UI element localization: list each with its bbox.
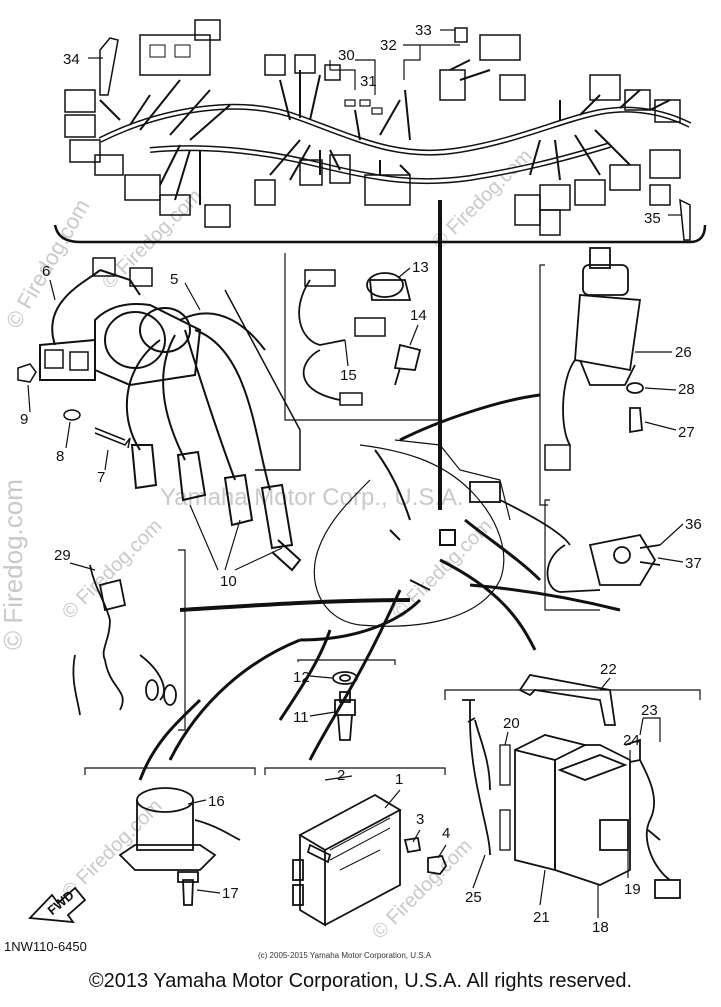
callout-29: 29: [54, 547, 71, 564]
watermark-site-mid: © Firedog.com: [58, 515, 167, 624]
callout-3: 3: [416, 811, 424, 828]
callout-5: 5: [170, 271, 178, 288]
callout-13: 13: [412, 259, 429, 276]
callout-12: 12: [293, 669, 310, 686]
starter-relay-group: [84, 767, 256, 906]
callout-11: 11: [293, 709, 309, 726]
callout-28: 28: [678, 381, 695, 398]
callout-labels: 1 2 3 4 5 6 7 8 9 10 11 12 13 14 15 16 1…: [20, 22, 702, 936]
callout-37: 37: [685, 555, 702, 572]
callout-8: 8: [56, 448, 64, 465]
callout-24: 24: [623, 732, 640, 749]
watermark-brand: Yamaha Motor Corp., U.S.A.: [160, 484, 464, 511]
callout-14: 14: [410, 307, 427, 324]
callout-17: 17: [222, 885, 239, 902]
callout-10: 10: [220, 573, 237, 590]
callout-4: 4: [442, 825, 450, 842]
footer-copyright: ©2013 Yamaha Motor Corporation, U.S.A. A…: [88, 970, 633, 992]
watermark-site-right: © Firedog.com: [428, 145, 537, 254]
callout-35: 35: [644, 210, 661, 227]
ignition-coil-group: [17, 257, 302, 572]
relay-group: [469, 481, 661, 611]
callout-15: 15: [340, 367, 357, 384]
leader-lines-top: [88, 29, 682, 216]
callout-31: 31: [360, 73, 377, 90]
inner-copyright: (c) 2005-2015 Yamaha Motor Corporation, …: [258, 951, 432, 960]
watermark-site-bottom-right: © Firedog.com: [368, 835, 477, 944]
fwd-arrow: FWD: [28, 886, 87, 924]
callout-27: 27: [678, 424, 695, 441]
callout-1: 1: [395, 771, 403, 788]
oil-switch-group: [297, 659, 396, 741]
callout-32: 32: [380, 37, 397, 54]
wire-harness-group: [53, 19, 707, 244]
watermark-layer: © Firedog.com © Firedog.com © Firedog.co…: [0, 145, 536, 944]
callout-34: 34: [63, 51, 80, 68]
callout-19: 19: [624, 881, 641, 898]
leader-lines: [27, 267, 684, 918]
callout-6: 6: [42, 263, 50, 280]
callout-7: 7: [97, 469, 105, 486]
callout-21: 21: [533, 909, 550, 926]
callout-16: 16: [208, 793, 225, 810]
callout-36: 36: [685, 516, 702, 533]
watermark-site-left: © Firedog.com: [0, 479, 28, 650]
callout-23: 23: [641, 702, 658, 719]
callout-9: 9: [20, 411, 28, 428]
callout-22: 22: [600, 661, 617, 678]
callout-25: 25: [465, 889, 482, 906]
callout-20: 20: [503, 715, 520, 732]
ecu-group: [264, 767, 448, 927]
callout-30: 30: [338, 47, 355, 64]
diagram-code: 1NW110-6450: [4, 939, 87, 954]
sensor-group: [284, 253, 441, 421]
callout-33: 33: [415, 22, 432, 39]
battery-group: [444, 674, 701, 899]
main-switch-group: [539, 247, 644, 506]
frame-silhouette: [138, 200, 621, 781]
callout-18: 18: [592, 919, 609, 936]
callout-2: 2: [337, 767, 345, 784]
callout-26: 26: [675, 344, 692, 361]
neutral-switch-group: [72, 549, 186, 731]
